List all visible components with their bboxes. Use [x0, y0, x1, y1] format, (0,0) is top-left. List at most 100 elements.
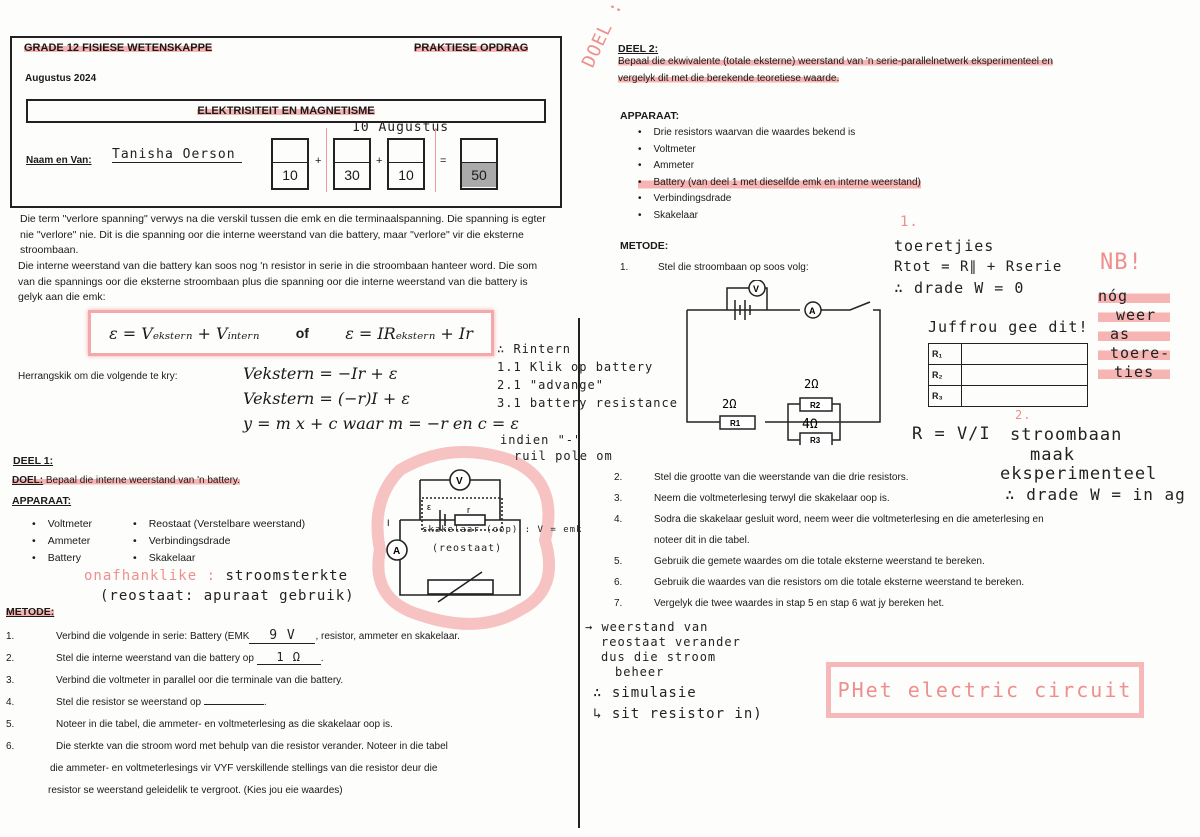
part2-apparatus-list: Drie resistors waarvan die waardes beken…: [638, 125, 921, 225]
ammeter-label: A: [393, 546, 400, 557]
emf-field[interactable]: 9 V: [249, 629, 316, 644]
annot-line: ∴ simulasie: [593, 685, 697, 701]
task-label: PRAKTIESE OPDRAG: [414, 42, 529, 54]
internal-resistance-field[interactable]: 1 Ω: [256, 651, 321, 665]
plus-sign: +: [376, 155, 383, 167]
step-6-line-3: resistor se weerstand geleidelik te verg…: [48, 785, 343, 796]
annot-line: weer: [1098, 306, 1171, 325]
part1-method-label: METODE:: [6, 606, 55, 618]
annot-rheostat: (reostaat): [432, 543, 503, 554]
table-cell[interactable]: [961, 364, 1088, 386]
aim-label: DOEL:: [12, 475, 44, 486]
r1-label: R1: [730, 419, 741, 428]
list-item: Battery (van deel 1 met dieselfde emk en…: [638, 174, 921, 192]
voltmeter-label: V: [456, 476, 463, 487]
list-item: Drie resistors waarvan die waardes beken…: [638, 125, 921, 142]
internal-resistor: [454, 514, 486, 526]
part1-title: DEEL 1:: [13, 455, 54, 467]
part2-aim-line-2: vergelyk dit met die berekende teoreties…: [618, 73, 840, 84]
annot-switch: skakelaar (oop) : V = emk: [422, 525, 583, 535]
score-box-1: 10: [271, 138, 309, 190]
voltmeter-wires: [726, 287, 768, 310]
intro-paragraph-2: Die interne weerstand van die battery ka…: [18, 260, 538, 303]
step-5: 5.Noteer in die tabel, die ammeter- en v…: [6, 719, 393, 730]
step-6: 6.Gebruik die waardes van die resistors …: [614, 577, 1025, 588]
r1-value: 2Ω: [722, 397, 736, 411]
wires: [686, 301, 881, 441]
annot-line: 1.1 Klik op battery: [497, 360, 654, 374]
part2-apparatus-label: APPARAAT:: [620, 110, 680, 122]
highlight-blob: [371, 446, 556, 630]
part1-steps: 1.Verbind die volgende in serie: Battery…: [6, 626, 460, 802]
annot-line: ruil pole om: [514, 449, 613, 463]
voltmeter-symbol: [449, 469, 471, 491]
part2-title: DEEL 2:: [618, 43, 659, 55]
annot-line: indien "-": [500, 433, 583, 447]
annot-line: beheer: [615, 665, 665, 679]
equation-1: Vekstern = −Ir + ε: [243, 364, 398, 383]
rheostat-arrow: [437, 571, 483, 603]
annot-formula: R = V/I: [912, 424, 991, 444]
equation-3: y = m x + c waar m = −r en c = ε: [243, 414, 519, 433]
annot-line: ∴ Rintern: [497, 342, 572, 356]
table-row: R₁: [928, 343, 1088, 365]
annot-line: Rtot = R∥ + Rserie: [894, 259, 1063, 275]
score-value: 50: [462, 163, 496, 187]
formula-box: ε = Vₑₖₛₜₑᵣₙ + Vᵢₙₜₑᵣₙ of ε = IRₑₖₛₜₑᵣₙ …: [88, 310, 494, 356]
step-4: 4.Stel die resistor se weerstand op .: [6, 692, 460, 714]
list-item: Voltmeter: [32, 516, 92, 533]
topic: ELEKTRISITEIT EN MAGNETISME: [197, 105, 375, 117]
annot-theory: toeretjies Rtot = R∥ + Rserie ∴ drade W …: [894, 236, 1062, 299]
table-row: R₃: [928, 385, 1088, 407]
intro-paragraph-1: Die term "verlore spanning" verwys na di…: [20, 213, 546, 256]
wires: [399, 479, 521, 596]
annot-line: ∴ drade W = 0: [894, 279, 1025, 297]
r3-label: R3: [810, 436, 821, 445]
name-field[interactable]: Tanisha Oerson: [112, 147, 242, 163]
step-7: 7.Vergelyk die twee waardes in stap 5 en…: [614, 598, 945, 609]
resistance-field[interactable]: [203, 694, 264, 705]
row-label: R₃: [928, 385, 962, 407]
annot-line: reostaat verander: [601, 635, 741, 649]
score-value: 10: [398, 167, 414, 183]
annot-poles: indien "-" ruil pole om: [500, 432, 613, 464]
score-box-3: 10: [387, 138, 425, 190]
plus-sign: +: [315, 155, 322, 167]
part1-apparatus-label: APPARAAT:: [12, 495, 72, 507]
resistor-r2: [799, 397, 833, 412]
cell-symbol: [439, 510, 446, 530]
column-divider: [578, 318, 580, 828]
apparatus-list-2: Reostaat (Verstelbare weerstand) Verbind…: [133, 516, 305, 567]
apparatus-list-1: Voltmeter Ammeter Battery: [32, 516, 92, 567]
annot-num-1: 1.: [900, 214, 919, 230]
annot-make: maak: [1030, 445, 1075, 465]
emf-label: ε: [427, 502, 431, 512]
table-cell[interactable]: [961, 385, 1088, 407]
annot-line: → weerstand van: [585, 620, 709, 634]
r-label: r: [467, 505, 470, 515]
header-box: [10, 36, 562, 208]
step-5: 5.Gebruik die gemete waardes om die tota…: [614, 556, 985, 567]
voltmeter-label: V: [753, 284, 759, 294]
list-item: Voltmeter: [638, 142, 921, 159]
step-4-line-2: noteer dit in die tabel.: [654, 535, 750, 546]
note-label: onafhanklike :: [84, 568, 217, 584]
subject: GRADE 12 FISIESE WETENSKAPPE: [24, 42, 213, 54]
r3-value: 4Ω: [802, 417, 818, 432]
annot-circuit: stroombaan: [1010, 425, 1123, 445]
part1-aim: DOEL: Bepaal die interne weerstand van '…: [12, 475, 240, 486]
note-independent: onafhanklike : stroomsterkte: [84, 568, 348, 584]
score-value: 10: [282, 167, 298, 183]
table-cell[interactable]: [961, 343, 1088, 365]
annot-rintern: ∴ Rintern 1.1 Klik op battery 2.1 "advan…: [497, 340, 678, 412]
formula-1: ε = Vₑₖₛₜₑᵣₙ + Vᵢₙₜₑᵣₙ: [109, 323, 260, 343]
ammeter-symbol: [804, 301, 822, 319]
circuit-diagram-1: V A ε r I: [371, 446, 556, 630]
ammeter-label: A: [809, 306, 816, 316]
step-1: 1.Verbind die volgende in serie: Battery…: [6, 628, 460, 644]
equals-sign: =: [440, 155, 447, 167]
list-item: Verbindingsdrade: [133, 533, 305, 550]
resistor-r3: [799, 432, 833, 445]
bracket: [326, 128, 436, 192]
